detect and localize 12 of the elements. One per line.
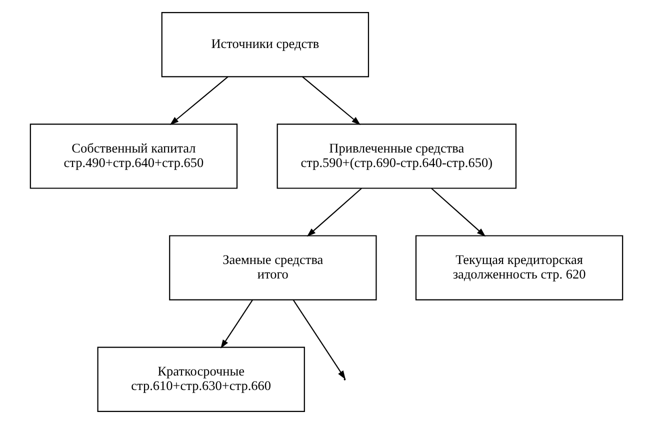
arrow [302,76,361,126]
node-box: Текущая кредиторская задолженность стр. 620 [415,235,624,300]
node-box: Заемные средства итого [169,235,377,300]
node-box: Привлеченные средства стр.590+(стр.690-стр.640-стр.650) [276,124,517,189]
node-box: Источники средств [161,12,370,78]
arrow [220,300,253,349]
node-box: Собственный капитал стр.490+стр.640+стр.650 [30,124,238,189]
arrow [431,188,486,237]
arrow [170,76,228,126]
node-box: Краткосрочные стр.610+стр.630+стр.660 [97,346,305,412]
arrow [292,300,346,380]
arrow [306,188,362,237]
